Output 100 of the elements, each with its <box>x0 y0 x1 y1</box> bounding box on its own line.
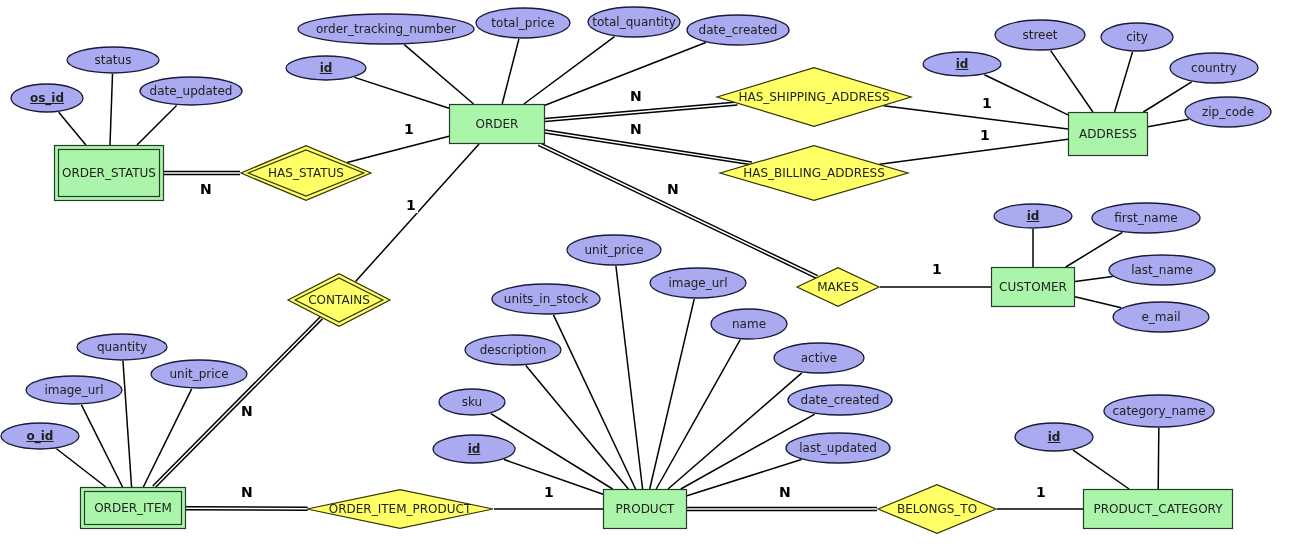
connector-line <box>544 41 707 107</box>
attribute-name: country <box>1191 61 1237 75</box>
cardinality-label: N <box>665 182 681 197</box>
connector-line <box>353 76 450 110</box>
attribute-ellipse <box>686 14 790 46</box>
relationship-diamond <box>716 67 912 127</box>
connector-line <box>109 73 114 146</box>
attribute-name: sku <box>461 395 483 409</box>
cardinality-label: N <box>198 182 214 197</box>
connector-line <box>878 138 1069 166</box>
attribute-ellipse <box>76 333 168 361</box>
attribute-name: order_tracking_number <box>316 22 456 36</box>
connector-line <box>648 298 695 490</box>
attribute-ellipse <box>66 46 160 74</box>
connector-line <box>490 412 614 490</box>
attribute-name: first_name <box>1114 211 1178 225</box>
entity-name: PRODUCT <box>615 502 675 516</box>
relationship-diamond <box>240 145 372 201</box>
attribute-ellipse <box>922 51 1002 77</box>
attribute-ellipse <box>1184 96 1272 128</box>
attribute-name: zip_code <box>1201 105 1255 119</box>
cardinality-label: N <box>239 485 255 500</box>
connector-line <box>680 413 816 490</box>
cardinality-label: 1 <box>980 96 994 111</box>
attribute-name: id <box>319 61 333 75</box>
connector-line <box>136 104 178 146</box>
attribute-ellipse <box>1108 254 1216 286</box>
connector-line <box>142 388 193 488</box>
entity-box <box>54 145 164 201</box>
cardinality-label: 1 <box>542 485 556 500</box>
attribute-ellipse <box>297 13 475 45</box>
attribute-ellipse <box>285 55 367 81</box>
connector-line <box>525 364 630 490</box>
connector-line <box>152 316 323 489</box>
attribute-name: id <box>1047 430 1061 444</box>
attribute-name: active <box>800 351 838 365</box>
connector-line <box>537 141 818 279</box>
attribute-ellipse <box>566 234 662 266</box>
cardinality-label: 1 <box>402 122 416 137</box>
attribute-name: last_name <box>1131 263 1193 277</box>
attribute-ellipse <box>787 384 893 416</box>
attribute-ellipse <box>464 334 562 366</box>
attribute-ellipse <box>491 283 601 315</box>
entity-box <box>80 487 186 529</box>
relationship-name: ORDER_ITEM_PRODUCT <box>328 502 472 516</box>
relationship-name: HAS_BILLING_ADDRESS <box>743 166 885 180</box>
connector-line <box>354 143 480 283</box>
attribute-ellipse <box>438 388 506 416</box>
attribute-name: name <box>732 317 766 331</box>
relationship-name: BELONGS_TO <box>896 502 978 516</box>
connector-line <box>493 508 604 510</box>
attribute-name: e_mail <box>1141 310 1181 324</box>
connector-line <box>544 129 753 166</box>
entity-box <box>1068 112 1148 156</box>
connector-line <box>1142 81 1193 113</box>
relationship-name: MAKES <box>817 280 859 294</box>
connector-line <box>686 458 803 497</box>
connector-line <box>523 35 616 105</box>
relationship-diamond <box>287 273 391 327</box>
attribute-name: date_created <box>800 393 880 407</box>
attribute-ellipse <box>773 342 865 374</box>
connector-line <box>1065 231 1124 268</box>
attribute-ellipse <box>785 432 891 464</box>
cardinality-label: 1 <box>978 128 992 143</box>
connector-line <box>80 404 124 488</box>
connector-line <box>1147 118 1190 128</box>
attribute-ellipse <box>10 83 84 113</box>
attribute-name: total_quantity <box>592 15 676 29</box>
connector-line <box>1032 228 1034 268</box>
attribute-name: total_price <box>491 16 555 30</box>
attribute-name: id <box>955 57 969 71</box>
attribute-name: unit_price <box>584 243 644 257</box>
cardinality-label: N <box>628 89 644 104</box>
entity-name: CUSTOMER <box>999 280 1067 294</box>
connector-line <box>686 506 878 512</box>
connector-line <box>615 265 644 490</box>
connector-line <box>185 505 309 511</box>
attribute-ellipse <box>139 76 243 106</box>
attribute-name: city <box>1126 30 1148 44</box>
attribute-ellipse <box>1112 301 1210 333</box>
attribute-ellipse <box>1103 394 1215 428</box>
entity-box <box>991 267 1075 307</box>
attribute-ellipse <box>993 203 1073 229</box>
relationship-diamond <box>877 484 997 534</box>
attribute-ellipse <box>1091 202 1201 234</box>
attribute-ellipse <box>1100 22 1174 52</box>
attribute-name: image_url <box>44 383 104 397</box>
cardinality-label: 1 <box>1034 485 1048 500</box>
attribute-name: id <box>1026 209 1040 223</box>
attribute-ellipse <box>25 375 123 405</box>
attribute-name: category_name <box>1112 404 1206 418</box>
entity-name: ORDER_ITEM <box>94 501 172 515</box>
attribute-ellipse <box>432 434 516 464</box>
attribute-ellipse <box>710 308 788 340</box>
cardinality-label: 1 <box>404 198 418 213</box>
attribute-ellipse <box>1169 52 1259 84</box>
attribute-name: quantity <box>97 340 147 354</box>
connector-line <box>1049 49 1094 113</box>
relationship-name: HAS_SHIPPING_ADDRESS <box>738 90 890 104</box>
cardinality-label: N <box>628 122 644 137</box>
